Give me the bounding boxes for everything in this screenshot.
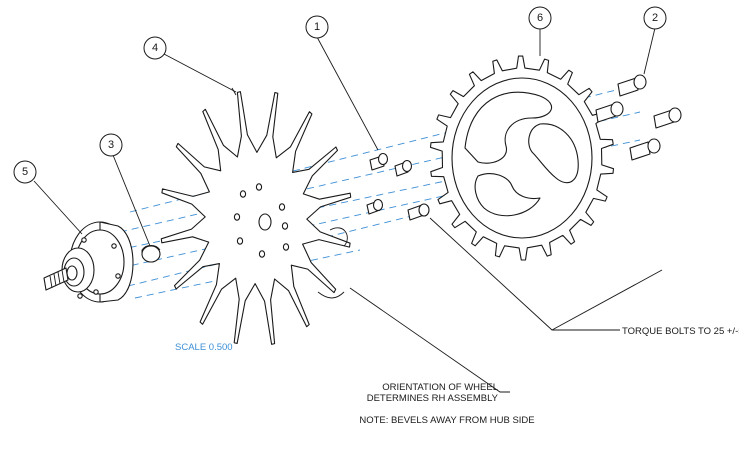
balloon-4: 4 (143, 36, 167, 60)
balloon-1-label: 1 (314, 21, 320, 33)
orientation-note-line-2: DETERMINES RH ASSEMBLY (367, 393, 499, 404)
bolt (617, 74, 647, 97)
bolt (394, 159, 413, 177)
star-wheel-item-4 (160, 87, 352, 345)
scale-label: SCALE 0.500 (175, 342, 233, 353)
balloon-2-label: 2 (652, 12, 658, 24)
balloon-2: 2 (643, 6, 667, 30)
bevels-note: NOTE: BEVELS AWAY FROM HUB SIDE (359, 415, 534, 426)
balloon-4-label: 4 (152, 42, 158, 54)
cap-item-3 (141, 245, 161, 263)
balloon-6-label: 6 (537, 12, 543, 24)
balloon-3: 3 (99, 133, 123, 157)
bolt (366, 198, 384, 215)
bolt (653, 107, 682, 129)
balloon-1: 1 (305, 15, 329, 39)
leader-lines (33, 27, 663, 393)
bolt (369, 152, 389, 171)
bolts-right-item-2 (595, 74, 682, 161)
torque-note: TORQUE BOLTS TO 25 +/-5 FT. LBS (622, 326, 739, 337)
bolts-left-item-1 (366, 152, 430, 221)
bolt (629, 138, 661, 161)
balloon-6: 6 (528, 6, 552, 30)
balloon-5-label: 5 (22, 166, 28, 178)
bolt (595, 101, 624, 123)
balloon-3-label: 3 (108, 139, 114, 151)
bolt (407, 203, 430, 221)
sprocket-item-6 (429, 55, 615, 261)
wheel-bolt-holes (233, 183, 290, 258)
hub-item-5 (43, 221, 134, 303)
balloon-5: 5 (13, 160, 37, 184)
orientation-note-line-1: ORIENTATION OF WHEEL (382, 382, 498, 393)
